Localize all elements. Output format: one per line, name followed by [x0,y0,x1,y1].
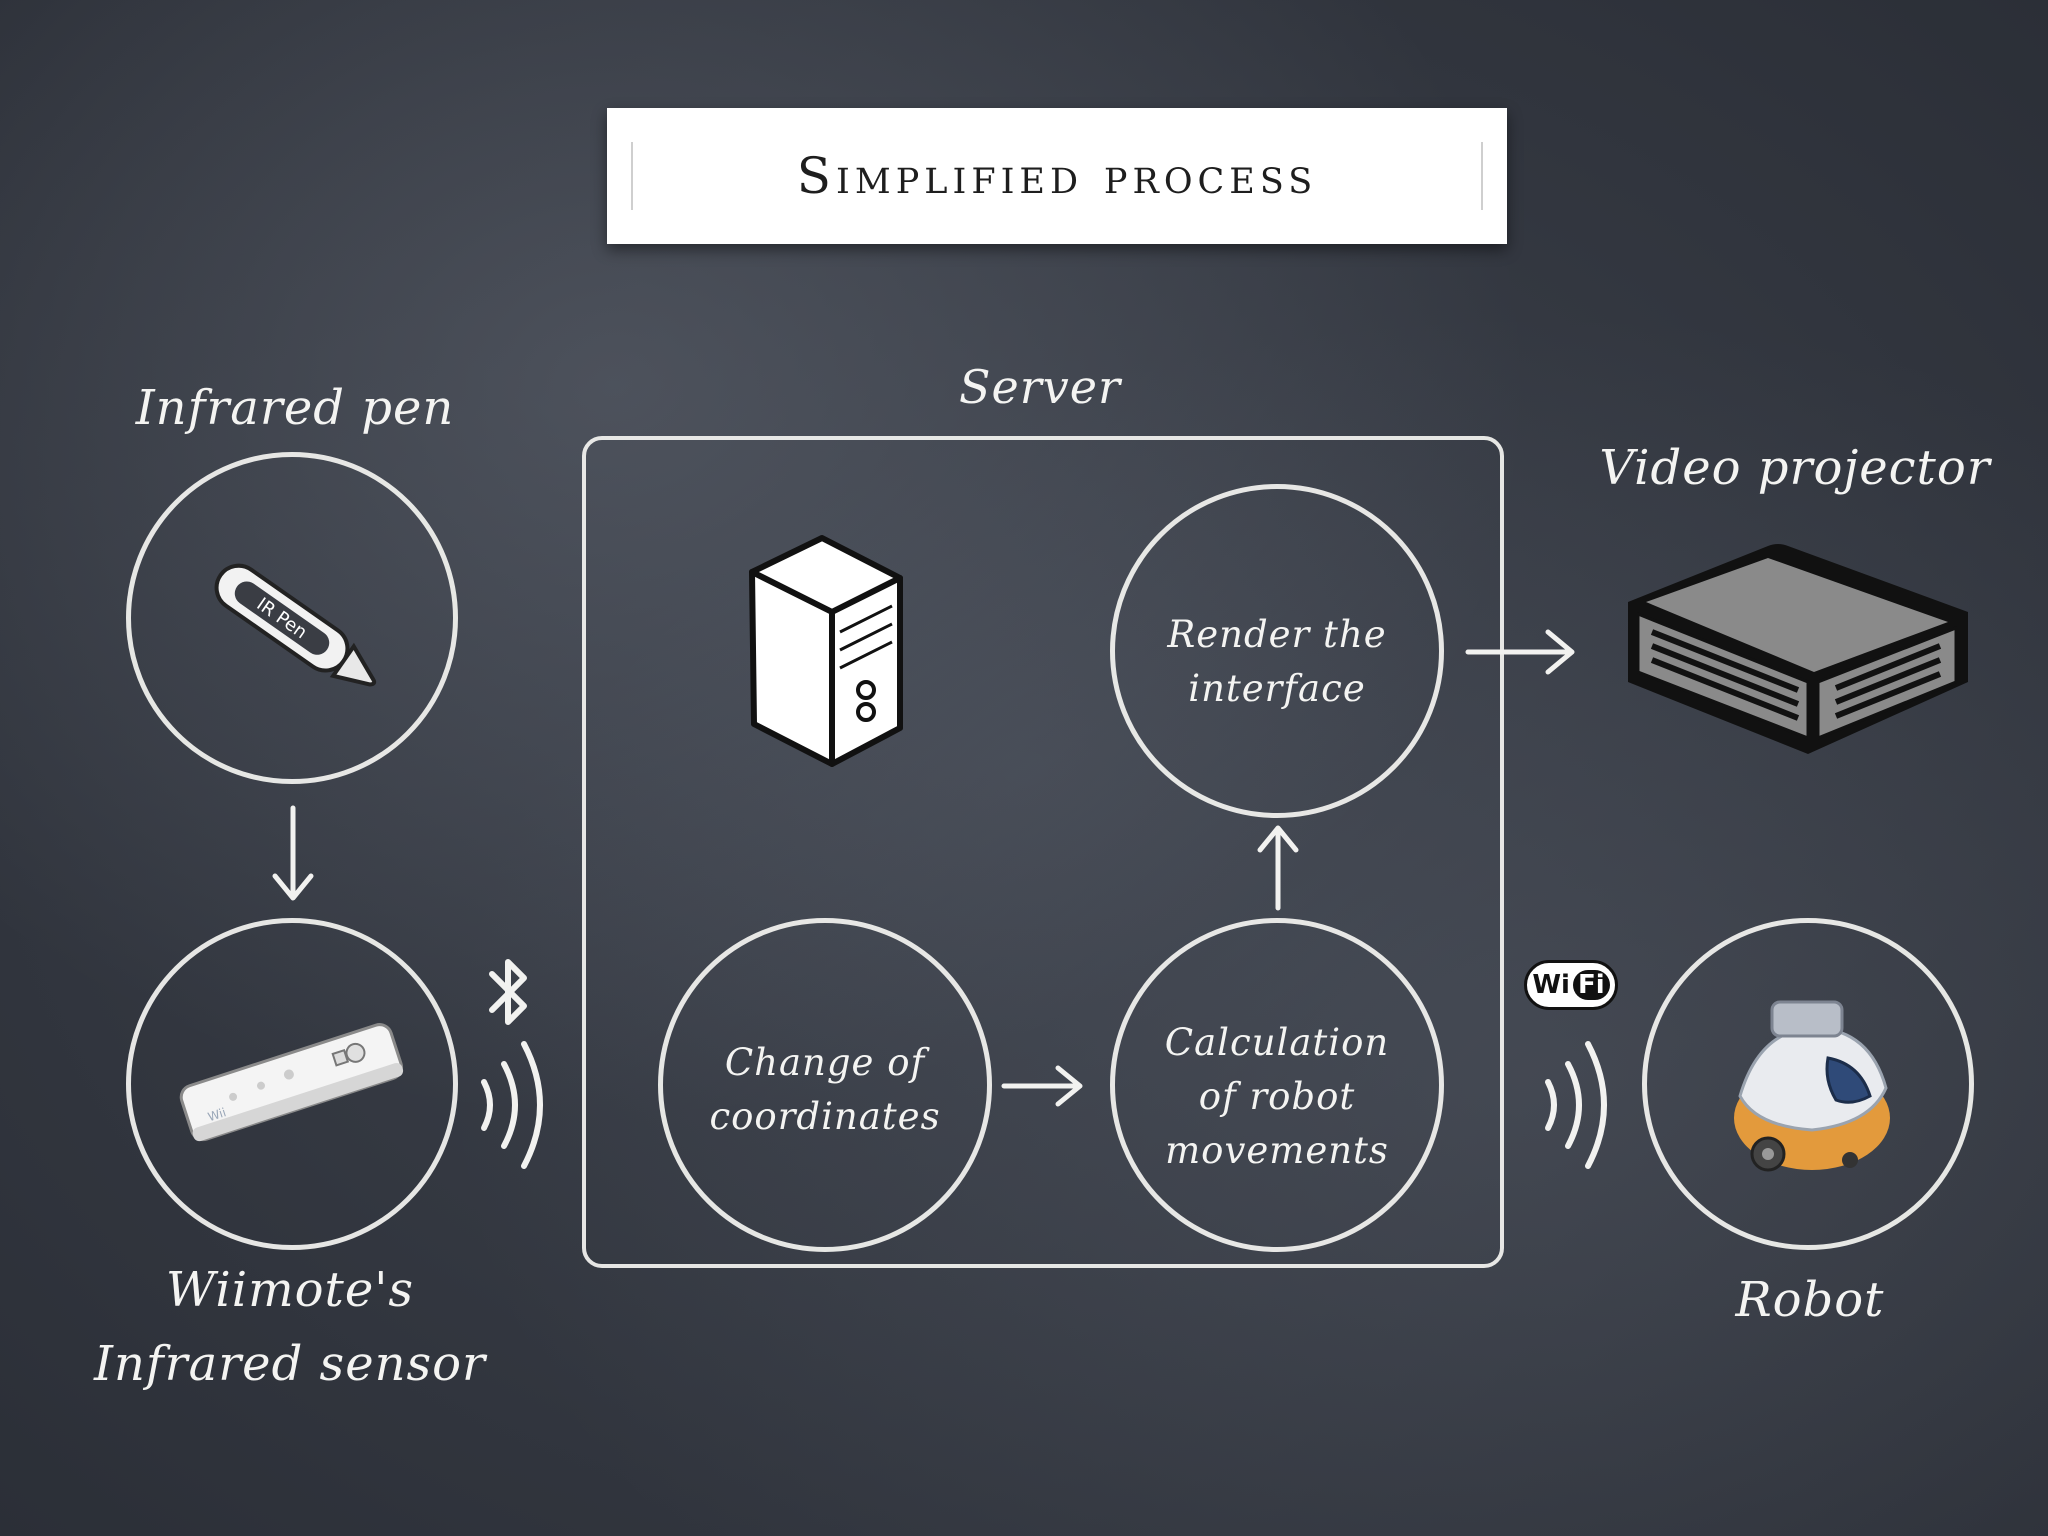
change-coordinates-circle: Change of coordinates [658,918,992,1252]
robot-circle [1642,918,1974,1250]
arrow-render-to-projector [1465,629,1575,675]
robot-icon [1734,1000,1890,1172]
infrared-pen-label: Infrared pen [135,380,455,436]
video-projector-label: Video projector [1599,440,1991,496]
arrow-coordinates-to-calculation [1001,1065,1083,1107]
calculation-line1: Calculation [1164,1021,1390,1064]
video-projector-icon [1628,544,1968,754]
change-coordinates-line2: coordinates [709,1095,941,1138]
slide-title: Simplified process [796,147,1318,205]
calculation-circle: Calculation of robot movements [1110,918,1444,1252]
render-line2: interface [1188,667,1366,710]
change-coordinates-line1: Change of [724,1041,926,1084]
wiimote-label-line1: Wiimote's [165,1262,415,1318]
wiimote-label-line2: Infrared sensor [94,1336,486,1392]
arrow-calculation-to-render [1257,825,1299,911]
wiimote-icon: Wii [179,1023,404,1142]
calculation-line3: movements [1165,1129,1389,1172]
robot-label: Robot [1735,1272,1885,1328]
ir-pen-icon: IR Pen [214,563,377,687]
render-line1: Render the [1167,613,1387,656]
bluetooth-icon [489,959,527,1025]
title-card: Simplified process [607,108,1507,244]
calculation-line2: of robot [1198,1075,1356,1118]
wiimote-circle [126,918,458,1250]
server-tower-icon [749,535,903,767]
arrow-pen-to-wiimote [272,805,314,901]
title-rule-right [1481,142,1483,210]
wiimote-text: Wii [206,1105,228,1124]
server-box [582,436,1504,1268]
wifi-text-fi: Fi [1572,970,1610,1000]
wiimote-signal-waves-icon [481,1041,543,1169]
server-label: Server [959,360,1121,414]
wifi-text-wi: Wi [1532,970,1570,1000]
infrared-pen-circle [126,452,458,784]
render-interface-circle: Render the interface [1110,484,1444,818]
title-rule-left [631,142,633,210]
wifi-signal-waves-icon [1545,1041,1607,1169]
